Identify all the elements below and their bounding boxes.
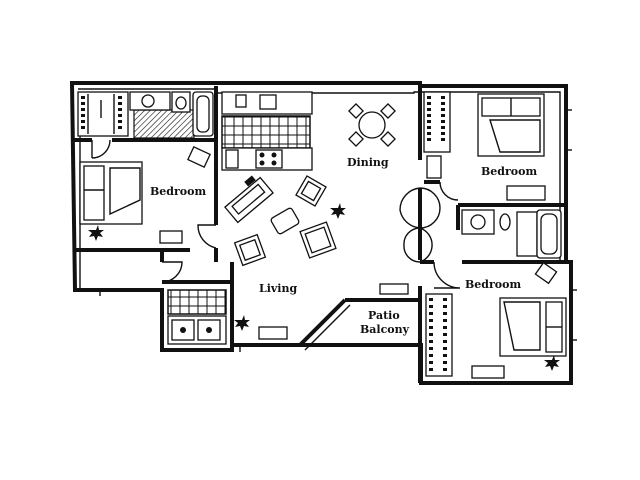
- room-label-bedroom-bottom-right: Bedroom: [465, 278, 522, 291]
- bed-icon: [477, 93, 545, 157]
- closet-icon: [77, 91, 453, 377]
- room-label-living: Living: [259, 282, 298, 295]
- bed-icon: [471, 261, 567, 379]
- armchair-icon: [233, 175, 337, 267]
- dining-table-icon: [348, 103, 396, 147]
- laundry-area: [167, 289, 227, 345]
- sofa-icon: [224, 175, 274, 224]
- console-table: [258, 326, 288, 340]
- room-label-balcony: Balcony: [360, 323, 410, 336]
- door-swing-icon: [91, 139, 461, 289]
- plant-icon: [234, 315, 250, 331]
- wall-shelf: [379, 283, 409, 295]
- room-label-patio: Patio: [368, 309, 400, 322]
- plant-icon: [330, 203, 346, 219]
- bathroom-top-left: [129, 91, 214, 139]
- bathroom-right: [426, 155, 562, 259]
- stove-icon: [255, 149, 283, 169]
- room-label-dining: Dining: [347, 156, 389, 169]
- kitchen: [221, 91, 313, 171]
- plant-icon: [88, 225, 104, 241]
- window-markers: [99, 109, 577, 352]
- room-label-bedroom-left: Bedroom: [150, 185, 207, 198]
- room-label-bedroom-top-right: Bedroom: [481, 165, 538, 178]
- interior-walls: [72, 86, 571, 383]
- bed-icon: [79, 145, 211, 244]
